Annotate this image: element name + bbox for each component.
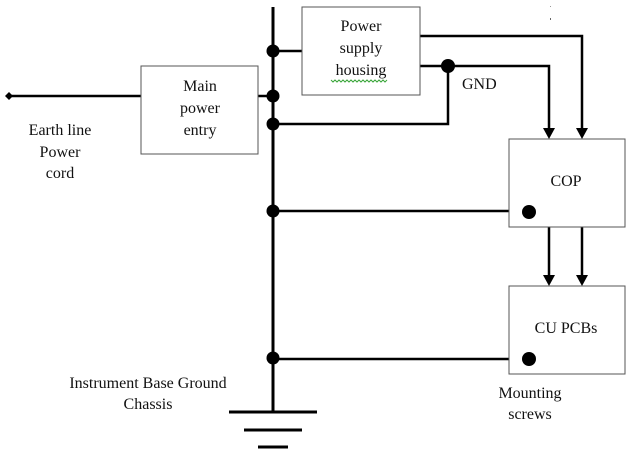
junction-dot	[266, 117, 280, 131]
earth-line-label-1: Earth line	[29, 122, 92, 139]
stray-mark	[550, 6, 551, 7]
ground-icon	[229, 410, 317, 449]
cu-pcbs-label: CU PCBs	[535, 320, 598, 337]
earth-line-label-3: cord	[46, 165, 74, 182]
spellcheck-squiggle	[330, 79, 388, 83]
stray-mark	[550, 18, 551, 20]
gnd-label: GND	[462, 76, 497, 93]
psu-power-wire	[420, 34, 584, 130]
junction-dot	[266, 89, 280, 103]
earth-line-label-2: Power	[40, 144, 82, 161]
mpe-label-line-2: power	[180, 100, 221, 117]
mpe-label-line-3: entry	[184, 122, 217, 139]
junction-dot	[522, 352, 536, 366]
junction-dot	[266, 351, 280, 365]
junction-dot	[522, 205, 536, 219]
main-power-entry-box: Main power entry	[140, 65, 259, 155]
junction-dot	[266, 204, 280, 218]
junction-dot	[441, 59, 455, 73]
gnd-bus-wire	[273, 66, 450, 126]
arrow-head-icon	[576, 128, 588, 139]
arrow-head-icon	[543, 128, 555, 139]
psu-label-line-3: housing	[336, 62, 387, 79]
power-supply-housing-box: Power supply housing	[301, 6, 421, 96]
mounting-screws-label-2: screws	[508, 406, 552, 423]
junction-dot	[266, 44, 280, 58]
cop-label: COP	[550, 173, 581, 190]
instrument-base-label-2: Chassis	[124, 396, 173, 413]
psu-gnd-wire	[420, 64, 551, 130]
psu-label-line-2: supply	[340, 40, 383, 57]
earth-line-terminal-icon	[5, 92, 13, 100]
psu-label-line-1: Power	[341, 18, 383, 35]
mpe-label-line-1: Main	[183, 78, 217, 95]
mounting-screws-label-1: Mounting	[498, 385, 561, 402]
arrow-head-icon	[576, 275, 588, 286]
instrument-base-label-1: Instrument Base Ground	[69, 375, 226, 392]
arrow-head-icon	[543, 275, 555, 286]
